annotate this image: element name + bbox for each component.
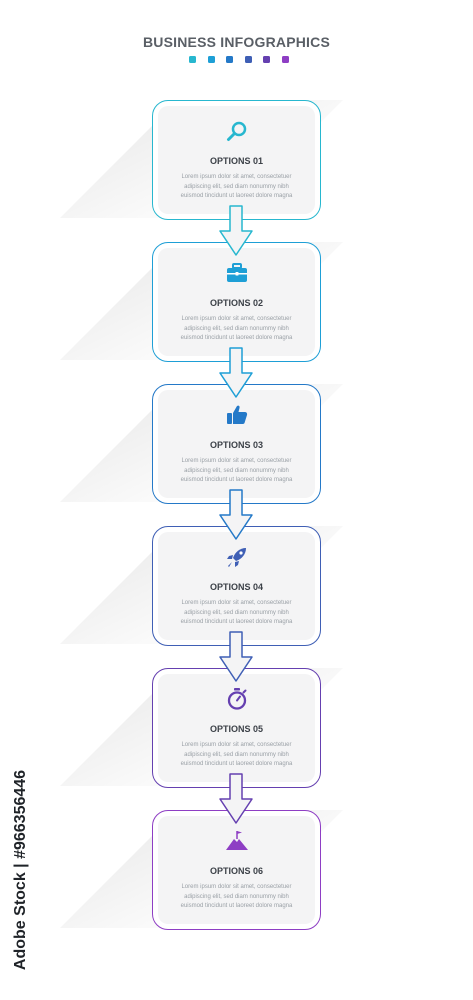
color-dots <box>189 56 289 64</box>
color-dot <box>263 56 271 63</box>
step-card-3: OPTIONS 03 Lorem ipsum dolor sit amet, c… <box>152 384 321 504</box>
step-label: OPTIONS 04 <box>209 582 263 592</box>
step-label: OPTIONS 02 <box>209 298 263 308</box>
stopwatch-icon <box>227 688 247 710</box>
stock-credit: Adobe Stock | #966356446 <box>10 755 32 985</box>
down-arrow-icon <box>219 631 253 682</box>
rocket-icon <box>227 548 246 567</box>
down-arrow-icon <box>219 489 253 540</box>
thumbs-up-icon <box>227 405 248 424</box>
step-card-5: OPTIONS 05 Lorem ipsum dolor sit amet, c… <box>152 668 321 788</box>
step-label: OPTIONS 06 <box>209 866 263 876</box>
down-arrow-icon <box>219 205 253 256</box>
step-description: Lorem ipsum dolor sit amet, consectetuer… <box>180 742 293 767</box>
infographic-title: BUSINESS INFOGRAPHICS <box>143 34 330 50</box>
mountain-flag-icon <box>226 831 248 850</box>
color-dot <box>226 56 234 63</box>
color-dot <box>189 56 196 63</box>
step-label: OPTIONS 05 <box>209 724 263 734</box>
step-label: OPTIONS 03 <box>209 440 263 450</box>
color-dot <box>244 56 252 63</box>
stock-credit-text: Adobe Stock | #966356446 <box>12 769 29 971</box>
step-description: Lorem ipsum dolor sit amet, consectetuer… <box>180 316 293 341</box>
step-card-4: OPTIONS 04 Lorem ipsum dolor sit amet, c… <box>152 526 321 646</box>
step-description: Lorem ipsum dolor sit amet, consectetuer… <box>180 884 293 909</box>
step-card-6: OPTIONS 06 Lorem ipsum dolor sit amet, c… <box>152 810 321 930</box>
color-dot <box>207 56 215 63</box>
briefcase-icon <box>227 263 247 282</box>
step-description: Lorem ipsum dolor sit amet, consectetuer… <box>180 458 293 483</box>
step-description: Lorem ipsum dolor sit amet, consectetuer… <box>180 600 293 625</box>
down-arrow-icon <box>219 347 253 398</box>
color-dot <box>281 56 289 63</box>
step-card-2: OPTIONS 02 Lorem ipsum dolor sit amet, c… <box>152 242 321 362</box>
magnifier-icon <box>227 121 247 141</box>
step-description: Lorem ipsum dolor sit amet, consectetuer… <box>180 174 293 199</box>
step-label: OPTIONS 01 <box>209 156 263 166</box>
down-arrow-icon <box>219 773 253 824</box>
step-card-1: OPTIONS 01 Lorem ipsum dolor sit amet, c… <box>152 100 321 220</box>
